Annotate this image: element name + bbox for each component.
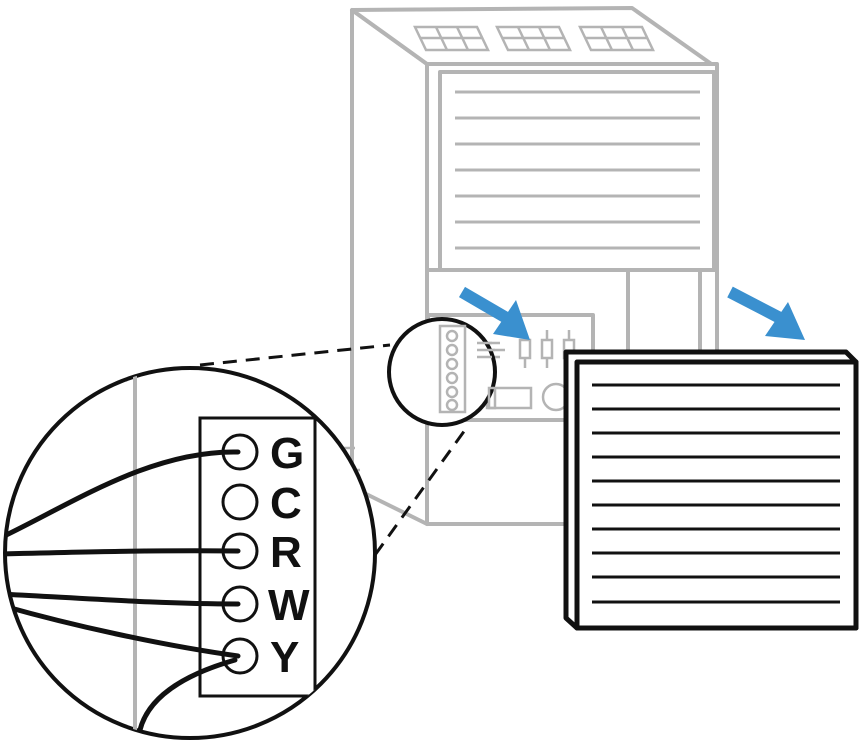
terminal-label-g: G: [270, 429, 304, 478]
terminal-screw-c: [221, 483, 259, 521]
top-vent-3: [578, 25, 655, 52]
wire-r: [5, 548, 241, 557]
arrow-down-right-icon: [458, 286, 530, 340]
terminal-label-c: C: [270, 479, 302, 528]
terminal-label-y: Y: [270, 633, 299, 682]
upper-panel-louvers: [455, 90, 700, 250]
zoom-source-circle: [387, 317, 497, 427]
top-vent-grilles: [413, 25, 655, 52]
filter-panel-louvers: [592, 383, 840, 604]
top-vent-2: [495, 25, 572, 52]
filter-panel-face: [574, 359, 859, 631]
zoom-callout-lines: [199, 343, 467, 556]
thermostat-wires: [5, 449, 241, 733]
arrow-down-right-icon: [727, 286, 805, 340]
cabinet-side-wall: [350, 8, 429, 526]
removed-filter-panel: [563, 349, 859, 631]
terminal-label-w: W: [268, 581, 310, 630]
wire-g: [5, 449, 241, 541]
terminal-label-r: R: [270, 528, 302, 577]
wire-y: [5, 602, 241, 659]
wire-tail: [137, 657, 238, 733]
wire-w: [5, 591, 241, 607]
top-vent-1: [413, 25, 490, 52]
mini-terminal-strip: [438, 324, 467, 414]
